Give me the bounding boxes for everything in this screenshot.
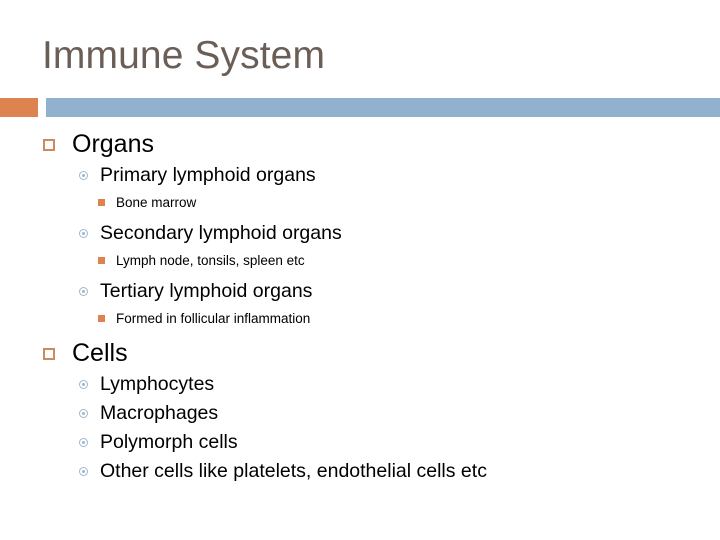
hollow-square-bullet-icon [43, 139, 55, 151]
ring-dot-bullet-icon [79, 229, 88, 238]
bullet-item-level-1: Cells [0, 336, 720, 370]
bullet-text: Polymorph cells [100, 431, 238, 453]
bullet-item-level-1: Organs [0, 127, 720, 161]
divider-rule [46, 98, 720, 117]
bullet-item-level-3: Lymph node, tonsils, spleen etc [0, 248, 720, 273]
accent-block-icon [0, 98, 38, 117]
bullet-text: Organs [72, 130, 154, 158]
ring-dot-bullet-icon [79, 438, 88, 447]
bullet-item-level-2: Polymorph cells [0, 428, 720, 457]
hollow-square-bullet-icon [43, 348, 55, 360]
filled-square-bullet-icon [98, 199, 105, 206]
filled-square-bullet-icon [98, 257, 105, 264]
bullet-text: Lymphocytes [100, 373, 215, 395]
bullet-text: Macrophages [100, 402, 219, 424]
bullet-text: Bone marrow [116, 195, 197, 210]
bullet-text: Other cells like platelets, endothelial … [100, 460, 487, 482]
ring-dot-bullet-icon [79, 467, 88, 476]
bullet-item-level-2: Lymphocytes [0, 370, 720, 399]
bullet-text: Tertiary lymphoid organs [100, 280, 313, 302]
ring-dot-bullet-icon [79, 380, 88, 389]
title-divider [0, 98, 720, 117]
bullet-text: Lymph node, tonsils, spleen etc [116, 253, 305, 268]
ring-dot-bullet-icon [79, 287, 88, 296]
bullet-item-level-2: Tertiary lymphoid organs [0, 277, 720, 306]
bullet-item-level-3: Formed in follicular inflammation [0, 306, 720, 331]
page-title: Immune System [42, 34, 326, 77]
bullet-item-level-2: Primary lymphoid organs [0, 161, 720, 190]
bullet-text: Primary lymphoid organs [100, 164, 316, 186]
bullet-item-level-3: Bone marrow [0, 190, 720, 215]
ring-dot-bullet-icon [79, 171, 88, 180]
bullet-item-level-2: Secondary lymphoid organs [0, 219, 720, 248]
bullet-text: Secondary lymphoid organs [100, 222, 342, 244]
filled-square-bullet-icon [98, 315, 105, 322]
bullet-text: Cells [72, 339, 128, 367]
ring-dot-bullet-icon [79, 409, 88, 418]
bullet-item-level-2: Other cells like platelets, endothelial … [0, 457, 720, 486]
bullet-item-level-2: Macrophages [0, 399, 720, 428]
bullet-text: Formed in follicular inflammation [116, 311, 311, 326]
